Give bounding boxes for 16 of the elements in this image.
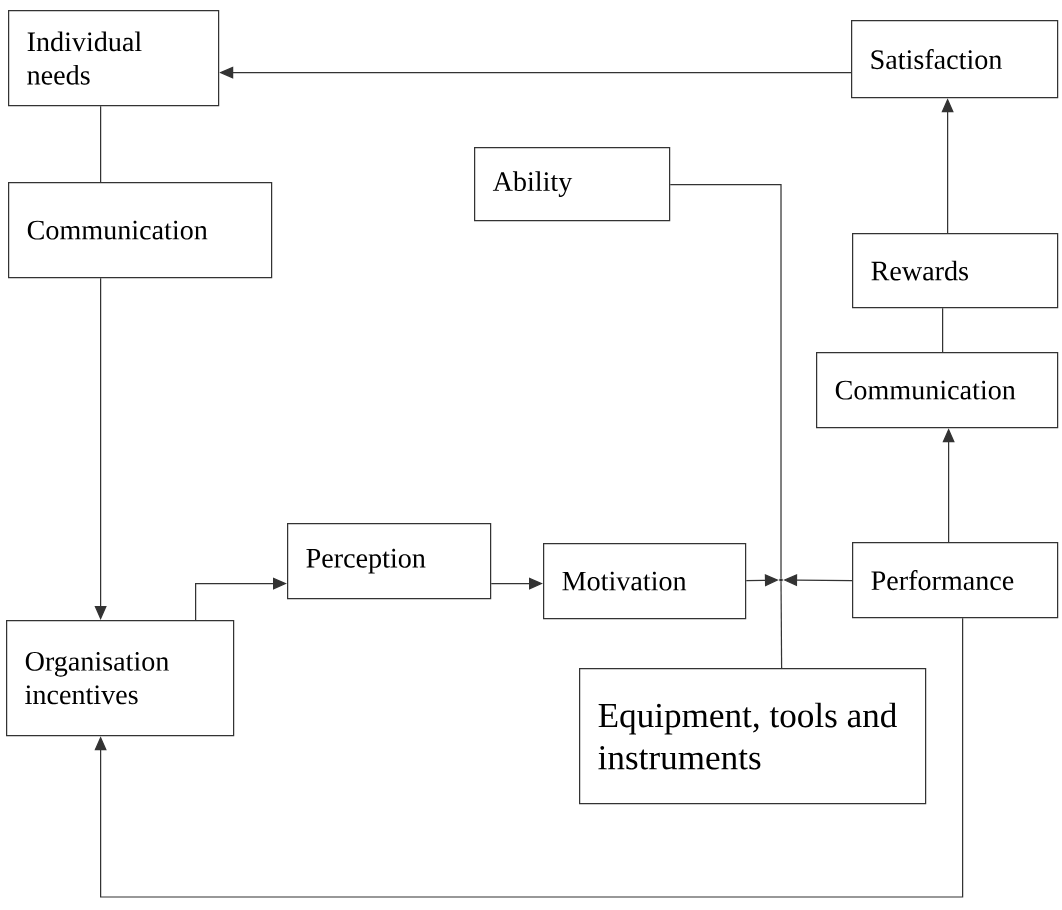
arrow: [94, 617, 964, 898]
arrow: [94, 277, 107, 620]
concept-box: Communication: [8, 182, 273, 279]
junction-point: [779, 578, 783, 582]
concept-box: Communication: [816, 352, 1059, 429]
concept-box: Ability: [474, 147, 671, 222]
concept-box: Perception: [287, 523, 492, 600]
concept-box: Motivation: [543, 543, 747, 620]
concept-box: Satisfaction: [851, 20, 1059, 99]
arrow: [490, 577, 543, 590]
arrow: [195, 577, 287, 621]
concept-box: Equipment, tools and instruments: [579, 668, 927, 805]
concept-box: Rewards: [852, 233, 1059, 309]
concept-box: Individual needs: [8, 10, 220, 107]
concept-box: Performance: [852, 542, 1059, 619]
concept-box: Organisation incentives: [6, 620, 235, 737]
